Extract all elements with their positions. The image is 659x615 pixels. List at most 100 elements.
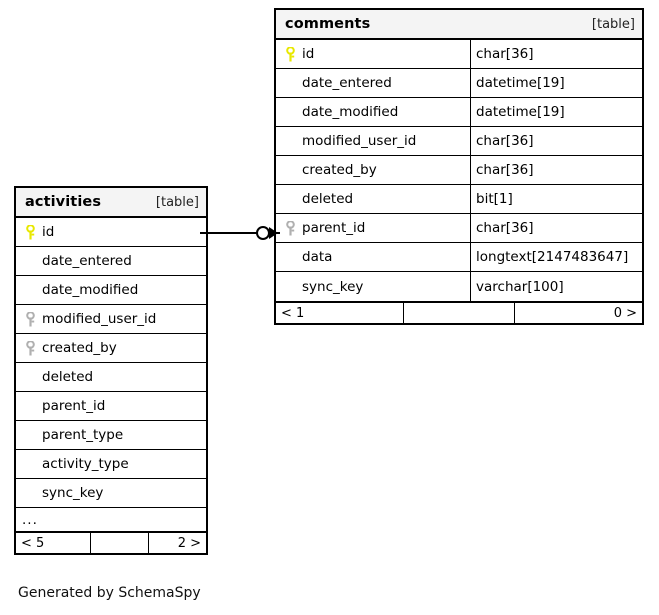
column-name: sync_key: [302, 278, 364, 295]
footer-children-count[interactable]: 2 >: [148, 533, 206, 553]
column-name-cell: date_entered: [16, 247, 206, 275]
table-row[interactable]: deleted bit[1]: [276, 185, 642, 214]
table-type-tag: [table]: [155, 194, 199, 210]
table-row[interactable]: created_by: [16, 334, 206, 363]
column-name-cell: id: [276, 40, 470, 68]
table-row[interactable]: sync_key: [16, 479, 206, 508]
column-name-cell: activity_type: [16, 450, 206, 478]
table-title: comments: [285, 16, 371, 32]
column-name-cell: modified_user_id: [16, 305, 206, 333]
table-row[interactable]: id: [16, 218, 206, 247]
column-name: modified_user_id: [302, 133, 417, 149]
table-title: activities: [25, 194, 102, 210]
table-row[interactable]: date_modified datetime[19]: [276, 98, 642, 127]
column-name: deleted: [302, 191, 354, 207]
column-name: date_entered: [302, 75, 392, 91]
column-name-cell: id: [16, 218, 206, 246]
no-key-spacer: [282, 134, 298, 148]
column-name: sync_key: [42, 485, 104, 501]
table-row[interactable]: id char[36]: [276, 40, 642, 69]
table-footer-activities: < 5 2 >: [16, 531, 206, 553]
footer-parents-count[interactable]: < 1: [281, 305, 305, 321]
table-row[interactable]: sync_key varchar[100]: [276, 272, 642, 301]
footer-middle: [403, 303, 514, 323]
table-row[interactable]: parent_id: [16, 392, 206, 421]
column-name: activity_type: [42, 456, 129, 472]
no-key-spacer: [22, 486, 38, 500]
no-key-spacer: [282, 250, 298, 264]
primary-key-icon: [282, 46, 298, 61]
column-name: modified_user_id: [42, 311, 157, 327]
column-name-cell: created_by: [16, 334, 206, 362]
column-name-cell: deleted: [16, 363, 206, 391]
no-key-spacer: [282, 280, 298, 294]
table-header-activities: activities [table]: [16, 188, 206, 218]
footer-children-count[interactable]: 0 >: [514, 303, 642, 323]
footer-middle: [90, 533, 148, 553]
column-name-cell: deleted: [276, 185, 470, 213]
relationship-connector: [200, 226, 280, 240]
column-type: char[36]: [470, 156, 642, 184]
column-type: char[36]: [470, 40, 642, 68]
column-name: date_entered: [42, 253, 132, 269]
column-name: id: [302, 46, 315, 62]
column-name-cell: data: [276, 243, 470, 271]
column-name: id: [42, 224, 55, 240]
column-name-cell: sync_key: [276, 272, 470, 301]
column-type: datetime[19]: [470, 98, 642, 126]
column-name: deleted: [42, 369, 94, 385]
column-name-cell: date_modified: [16, 276, 206, 304]
column-name-cell: modified_user_id: [276, 127, 470, 155]
column-name: date_modified: [302, 104, 399, 120]
table-footer-comments: < 1 0 >: [276, 301, 642, 323]
column-name-cell: parent_type: [16, 421, 206, 449]
table-header-comments: comments [table]: [276, 10, 642, 40]
column-name: created_by: [42, 340, 117, 356]
table-row[interactable]: modified_user_id: [16, 305, 206, 334]
column-type: varchar[100]: [470, 272, 642, 301]
no-key-spacer: [282, 76, 298, 90]
column-type: char[36]: [470, 214, 642, 242]
table-row[interactable]: activity_type: [16, 450, 206, 479]
table-row[interactable]: parent_id char[36]: [276, 214, 642, 243]
table-row[interactable]: created_by char[36]: [276, 156, 642, 185]
no-key-spacer: [22, 283, 38, 297]
no-key-spacer: [282, 163, 298, 177]
no-key-spacer: [22, 428, 38, 442]
no-key-spacer: [282, 105, 298, 119]
table-row[interactable]: modified_user_id char[36]: [276, 127, 642, 156]
no-key-spacer: [22, 399, 38, 413]
column-name-cell: parent_id: [276, 214, 470, 242]
table-row[interactable]: date_entered: [16, 247, 206, 276]
column-name: created_by: [302, 162, 377, 178]
primary-key-icon: [22, 224, 38, 239]
generated-by-caption: Generated by SchemaSpy: [18, 585, 201, 601]
table-row[interactable]: deleted: [16, 363, 206, 392]
no-key-spacer: [22, 457, 38, 471]
table-row[interactable]: date_entered datetime[19]: [276, 69, 642, 98]
column-name-cell: date_entered: [276, 69, 470, 97]
column-name: parent_id: [302, 220, 366, 236]
foreign-key-icon: [22, 340, 38, 355]
table-type-tag: [table]: [591, 16, 635, 32]
column-list-activities: id date_entered date_modified modified_user…: [16, 218, 206, 508]
column-type: char[36]: [470, 127, 642, 155]
no-key-spacer: [22, 370, 38, 384]
column-name: parent_type: [42, 427, 124, 443]
table-activities[interactable]: activities [table] id date_entered date_mo…: [14, 186, 208, 555]
column-name-cell: parent_id: [16, 392, 206, 420]
column-name: parent_id: [42, 398, 106, 414]
column-name-cell: date_modified: [276, 98, 470, 126]
column-type: datetime[19]: [470, 69, 642, 97]
column-type: longtext[2147483647]: [470, 243, 642, 271]
column-type: bit[1]: [470, 185, 642, 213]
table-row[interactable]: parent_type: [16, 421, 206, 450]
foreign-key-icon: [22, 311, 38, 326]
column-name-cell: sync_key: [16, 479, 206, 507]
table-row[interactable]: date_modified: [16, 276, 206, 305]
footer-parents-count[interactable]: < 5: [21, 535, 45, 551]
